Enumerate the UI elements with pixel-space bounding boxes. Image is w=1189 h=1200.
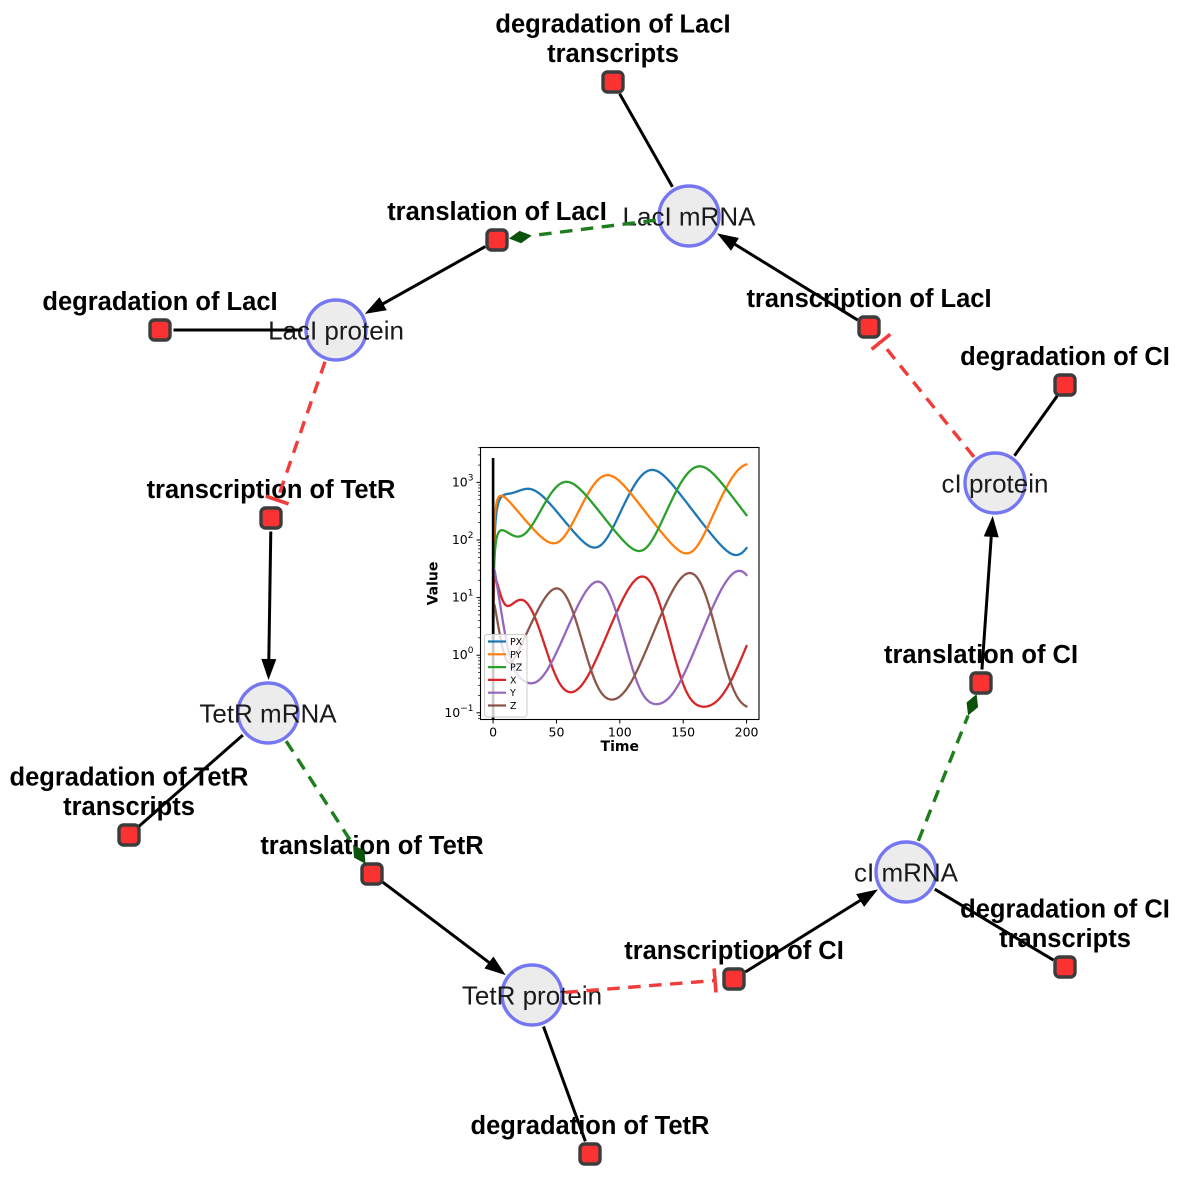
- reaction-label-degradation-of-ci-transcripts-line1: degradation of CI: [960, 896, 1170, 924]
- species-label-tetr-protein: TetR protein: [462, 981, 602, 1011]
- plot-series-px: [492, 468, 748, 720]
- reaction-node-degradation-of-ci: [1053, 373, 1077, 397]
- plot-ylabel: Value: [426, 562, 442, 606]
- edge-reactant-x-deg-x: [618, 93, 674, 188]
- reaction-label-degradation-of-ci: degradation of CI: [960, 343, 1170, 371]
- species-node-ci-mrna: [874, 840, 938, 904]
- plot-legend-label-pz: PZ: [510, 663, 523, 674]
- edge-reactant-z-deg-z: [933, 887, 1055, 962]
- plot-y-tick-label-1e-1: 10−1: [444, 704, 473, 720]
- species-node-laci-mrna: [657, 184, 721, 248]
- species-node-tetr-protein: [500, 963, 564, 1027]
- plot-legend-label-y: Y: [509, 688, 516, 699]
- network-nodes-layer: [117, 70, 1077, 1166]
- plot-legend-label-py: PY: [510, 650, 522, 661]
- plot-series-py: [492, 463, 748, 720]
- edge-modifier-y-tl-y: [284, 740, 366, 864]
- reaction-label-transcription-of-ci: transcription of CI: [624, 937, 844, 965]
- edge-product-ts-x-x-arrowhead-icon: [717, 233, 739, 251]
- plot-legend-label-px: PX: [510, 637, 523, 648]
- network-edges-layer: [138, 93, 1059, 1142]
- reaction-label-degradation-of-laci-transcripts-line1: degradation of LacI: [495, 11, 730, 39]
- reaction-label-translation-of-laci: translation of LacI: [387, 198, 607, 226]
- species-node-laci-protein: [304, 298, 368, 362]
- edge-product-ts-y-y: [261, 531, 277, 681]
- reaction-node-degradation-of-tetr: [578, 1142, 602, 1166]
- reaction-label-degradation-of-laci: degradation of LacI: [42, 288, 277, 316]
- plot-series-x: [492, 575, 748, 720]
- edge-product-tl-y-py: [381, 880, 506, 976]
- plot-series-pz: [492, 465, 748, 720]
- species-node-tetr-mrna: [236, 681, 300, 745]
- reaction-node-transcription-of-ci: [722, 967, 746, 991]
- edge-product-ts-z-z: [744, 889, 878, 974]
- reaction-label-translation-of-tetr: translation of TetR: [260, 832, 483, 860]
- edge-product-tl-x-px: [364, 245, 486, 314]
- edge-product-ts-z-z-arrowhead-icon: [856, 889, 878, 907]
- species-label-tetr-mrna: TetR mRNA: [199, 699, 337, 729]
- edge-modifier-z-tl-z-diamond-icon: [966, 694, 979, 716]
- plot-legend-label-x: X: [510, 675, 517, 686]
- edge-reactant-py-deg-py: [542, 1025, 587, 1142]
- plot-legend-label-z: Z: [510, 701, 517, 712]
- plot-xlabel: Time: [601, 739, 639, 755]
- reaction-label-degradation-of-ci-transcripts-line2: transcripts: [999, 925, 1131, 953]
- edge-product-tl-z-pz-arrowhead-icon: [983, 515, 999, 538]
- species-label-ci-protein: cI protein: [942, 469, 1049, 499]
- edge-modifier-z-tl-z: [916, 694, 979, 842]
- plot-y-tick-label-1e1: 101: [452, 589, 474, 605]
- edge-inhibitor-pz-ts-x: [870, 332, 976, 459]
- edge-product-tl-z-pz: [980, 515, 999, 670]
- edge-reactant-y-deg-y: [138, 733, 244, 828]
- plot-x-tick-label-150: 150: [671, 725, 695, 740]
- edge-inhibitor-pz-ts-x-tee-icon: [870, 332, 892, 351]
- reaction-node-degradation-of-ci-transcripts: [1053, 955, 1077, 979]
- reaction-label-degradation-of-laci-transcripts-line2: transcripts: [547, 40, 679, 68]
- reaction-label-degradation-of-tetr-transcripts-line1: degradation of TetR: [10, 764, 249, 792]
- reaction-node-translation-of-ci: [969, 671, 993, 695]
- plot-axes-frame: [479, 446, 760, 721]
- edge-modifier-x-tl-x-diamond-icon: [508, 230, 532, 244]
- plot-y-tick-label-1e0: 100: [452, 646, 474, 662]
- edge-inhibitor-py-ts-z: [565, 968, 718, 995]
- edge-inhibitor-px-ts-y: [265, 361, 327, 506]
- plot-x-tick-label-100: 100: [608, 725, 632, 740]
- plot-x-tick-label-50: 50: [549, 725, 565, 740]
- edge-modifier-y-tl-y-diamond-icon: [353, 844, 366, 864]
- edge-product-ts-y-y-arrowhead-icon: [261, 658, 277, 681]
- reaction-label-transcription-of-laci: transcription of LacI: [746, 285, 991, 313]
- species-node-ci-protein: [963, 451, 1027, 515]
- edge-modifier-x-tl-x: [508, 218, 656, 244]
- plot-ticks: 0 50 100 150 200 10−1 100 101 102 103: [444, 447, 759, 740]
- reaction-node-degradation-of-laci: [148, 318, 172, 342]
- edge-reactant-pz-deg-pz: [1013, 395, 1059, 457]
- species-label-ci-mrna: cI mRNA: [854, 858, 959, 888]
- plot-x-tick-label-0: 0: [489, 725, 497, 740]
- reaction-node-translation-of-laci: [485, 228, 509, 252]
- edge-product-tl-y-py-arrowhead-icon: [484, 956, 506, 976]
- reaction-label-degradation-of-tetr: degradation of TetR: [471, 1112, 710, 1140]
- plot-y-tick-label-1e2: 102: [452, 531, 474, 547]
- plot-x-tick-label-200: 200: [735, 725, 759, 740]
- edge-product-tl-x-px-arrowhead-icon: [364, 297, 387, 314]
- edge-product-ts-x-x: [717, 233, 859, 322]
- reaction-node-degradation-of-laci-transcripts: [601, 70, 625, 94]
- reaction-label-degradation-of-tetr-transcripts-line2: transcripts: [63, 793, 195, 821]
- edge-inhibitor-px-ts-y-tee-icon: [265, 494, 290, 506]
- reaction-node-translation-of-tetr: [360, 862, 384, 886]
- reaction-node-degradation-of-tetr-transcripts: [117, 823, 141, 847]
- reaction-node-transcription-of-laci: [857, 315, 881, 339]
- edge-inhibitor-py-ts-z-tee-icon: [712, 968, 718, 993]
- reaction-node-transcription-of-tetr: [259, 506, 283, 530]
- plot-y-tick-label-1e3: 103: [452, 473, 474, 489]
- species-label-laci-mrna: LacI mRNA: [623, 202, 757, 232]
